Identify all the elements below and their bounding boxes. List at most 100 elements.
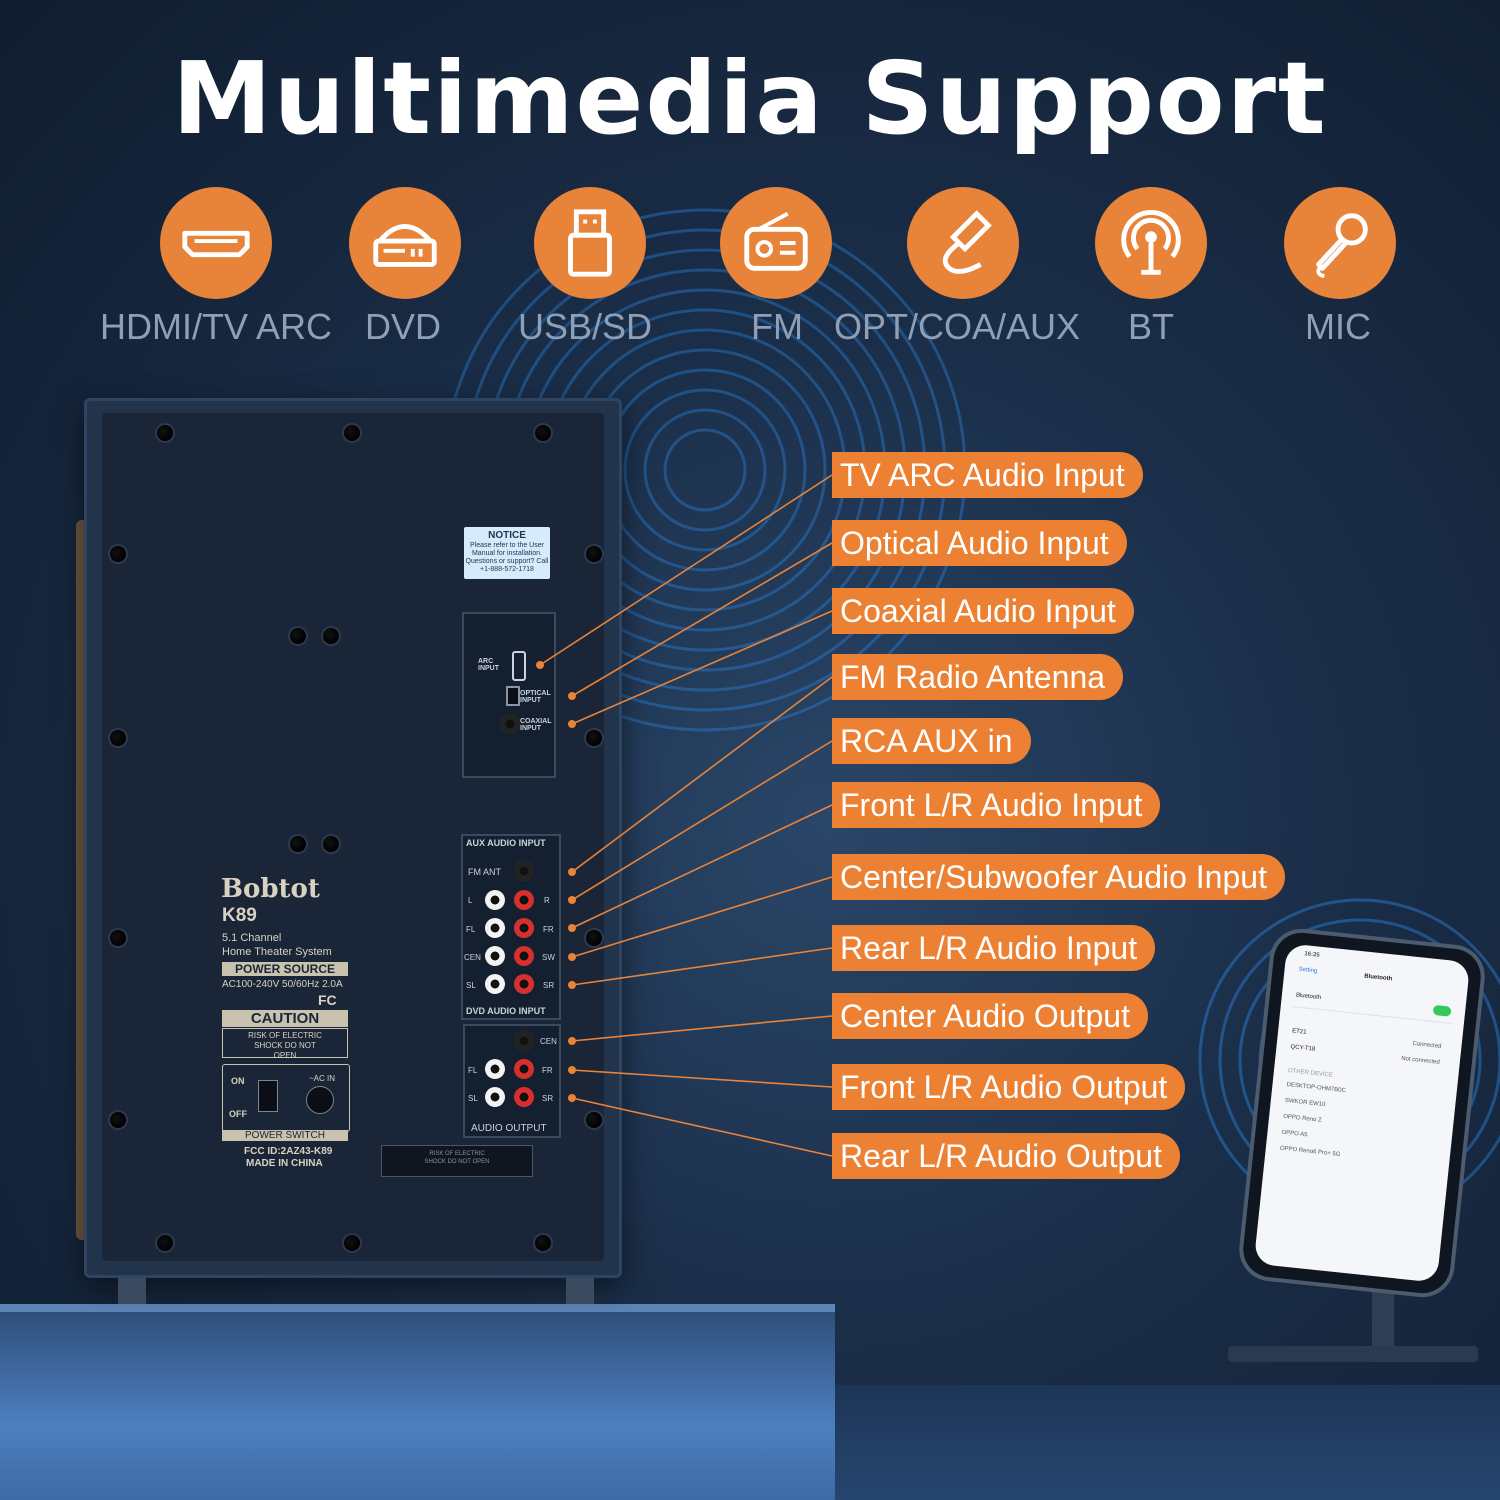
- desc-line-1: 5.1 Channel: [222, 932, 282, 944]
- phone-stand-base: [1228, 1346, 1478, 1362]
- phone-screen: 16:25 Setting Bluetooth Bluetooth ET21 C…: [1253, 943, 1471, 1283]
- screw: [586, 730, 602, 746]
- bluetooth-toggle[interactable]: [1432, 1004, 1452, 1017]
- dvd-fl-jack[interactable]: [485, 918, 505, 938]
- out-sl-jack[interactable]: [485, 1087, 505, 1107]
- screw: [110, 930, 126, 946]
- broadcast-icon: [1095, 187, 1207, 299]
- ac-in-socket[interactable]: [306, 1086, 334, 1114]
- jack-label-r: R: [544, 896, 550, 905]
- notice-sticker: NOTICE Please refer to the User Manual f…: [464, 527, 550, 579]
- hdmi-arc-port[interactable]: [512, 651, 526, 681]
- jack-label-out-sr: SR: [542, 1094, 554, 1103]
- out-fl-jack[interactable]: [485, 1059, 505, 1079]
- dvd-sr-jack[interactable]: [514, 974, 534, 994]
- callout-coaxial: Coaxial Audio Input: [832, 588, 1134, 634]
- callout-front-input: Front L/R Audio Input: [832, 782, 1161, 828]
- callout-fm-antenna: FM Radio Antenna: [832, 654, 1124, 700]
- optical-port[interactable]: [506, 686, 520, 706]
- other-device[interactable]: DESKTOP-OHM7B0C: [1286, 1081, 1347, 1095]
- screw: [110, 1112, 126, 1128]
- dvd-sl-jack[interactable]: [485, 974, 505, 994]
- power-switch[interactable]: [258, 1080, 278, 1112]
- other-device[interactable]: OPPO A5: [1281, 1129, 1308, 1139]
- optical-input-label: OPTICAL INPUT: [520, 690, 551, 704]
- icon-label-bt: BT: [1128, 306, 1175, 347]
- phone-back-link[interactable]: Setting: [1298, 966, 1318, 975]
- divider: [1292, 1006, 1452, 1024]
- screw: [535, 425, 551, 441]
- jack-label-sw: SW: [542, 953, 555, 962]
- speaker-foot: [118, 1278, 146, 1304]
- fcc-mark: FC: [318, 992, 337, 1008]
- callout-tv-arc: TV ARC Audio Input: [832, 452, 1143, 498]
- fm-ant-label: FM ANT: [468, 867, 501, 877]
- floor: [835, 1385, 1500, 1500]
- dvd-sw-jack[interactable]: [514, 946, 534, 966]
- screw: [290, 628, 306, 644]
- screw: [586, 1112, 602, 1128]
- icon-label-opt: OPT/COA/AUX: [834, 306, 1081, 347]
- arc-input-label: ARC INPUT: [478, 658, 499, 672]
- notice-body: Please refer to the User Manual for inst…: [465, 541, 549, 573]
- screw: [323, 628, 339, 644]
- other-device[interactable]: OPPO Reno Z: [1282, 1113, 1322, 1124]
- aux-audio-input-label: AUX AUDIO INPUT: [466, 838, 546, 848]
- icon-label-mic: MIC: [1305, 306, 1371, 347]
- jack-label-out-sl: SL: [468, 1094, 478, 1103]
- callout-center-sub-input: Center/Subwoofer Audio Input: [832, 854, 1285, 900]
- out-sr-jack[interactable]: [514, 1087, 534, 1107]
- aux-r-jack[interactable]: [514, 890, 534, 910]
- hdmi-icon: [160, 187, 272, 299]
- product-description: 5.1 Channel Home Theater System: [222, 932, 332, 960]
- out-fr-jack[interactable]: [514, 1059, 534, 1079]
- other-device[interactable]: OPPO Reno6 Pro+ 5G: [1279, 1145, 1341, 1158]
- screw: [290, 836, 306, 852]
- audio-output-plate: [463, 1024, 561, 1138]
- power-switch-label: POWER SWITCH: [222, 1130, 348, 1141]
- callout-rca-aux: RCA AUX in: [832, 718, 1031, 764]
- other-device[interactable]: SWKOR EW10: [1284, 1097, 1326, 1109]
- radio-icon: [720, 187, 832, 299]
- jack-label-out-fl: FL: [468, 1066, 478, 1075]
- coaxial-port[interactable]: [500, 714, 520, 734]
- icon-label-usb: USB/SD: [518, 306, 653, 347]
- screw: [344, 425, 360, 441]
- ac-in-label: ~AC IN: [309, 1074, 336, 1083]
- coaxial-input-label: COAXIAL INPUT: [520, 718, 552, 732]
- icon-label-fm: FM: [751, 306, 803, 347]
- callout-rear-output: Rear L/R Audio Output: [832, 1133, 1180, 1179]
- device-name[interactable]: QCY-T18: [1290, 1044, 1316, 1053]
- cable-icon: [907, 187, 1019, 299]
- screw: [110, 546, 126, 562]
- device-name[interactable]: ET21: [1291, 1028, 1307, 1036]
- screw: [110, 730, 126, 746]
- warning-plate: [381, 1145, 533, 1177]
- dvd-cen-jack[interactable]: [485, 946, 505, 966]
- icon-label-dvd: DVD: [365, 306, 442, 347]
- jack-label-out-fr: FR: [542, 1066, 553, 1075]
- jack-label-out-cen: CEN: [540, 1037, 557, 1046]
- notice-title: NOTICE: [488, 530, 526, 541]
- made-in: MADE IN CHINA: [246, 1158, 323, 1169]
- dvd-fr-jack[interactable]: [514, 918, 534, 938]
- screw: [323, 836, 339, 852]
- usb-icon: [534, 187, 646, 299]
- callout-rear-input: Rear L/R Audio Input: [832, 925, 1156, 971]
- power-rating: AC100-240V 50/60Hz 2.0A: [222, 979, 343, 990]
- fcc-id: FCC ID:2AZ43-K89: [244, 1146, 333, 1157]
- dvd-player-icon: [349, 187, 461, 299]
- jack-label-fr: FR: [543, 925, 554, 934]
- caution-text: RISK OF ELECTRIC SHOCK DO NOT OPEN: [248, 1031, 322, 1060]
- screw: [344, 1235, 360, 1251]
- on-label: ON: [231, 1076, 245, 1086]
- fm-antenna-port[interactable]: [514, 861, 534, 881]
- other-devices-header: OTHER DEVICE: [1287, 1068, 1334, 1079]
- power-source-label: POWER SOURCE: [222, 962, 348, 976]
- callout-optical: Optical Audio Input: [832, 520, 1127, 566]
- out-cen-jack[interactable]: [514, 1031, 534, 1051]
- off-label: OFF: [229, 1109, 247, 1119]
- caution-box: [222, 1028, 348, 1058]
- table-top: [0, 1312, 835, 1500]
- aux-l-jack[interactable]: [485, 890, 505, 910]
